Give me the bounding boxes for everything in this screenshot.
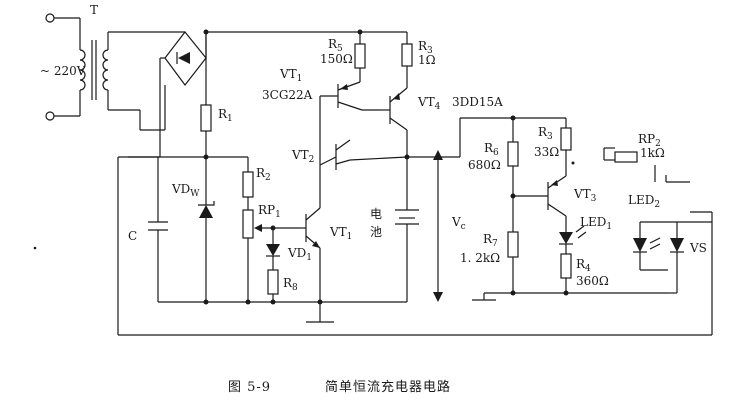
figure-title: 简单恒流充电器电路 (325, 379, 451, 395)
ground-symbol (472, 293, 496, 301)
transistor-vt3: VT3 (513, 165, 597, 228)
figure-number: 图 5-9 (228, 380, 271, 395)
transformer-label: T (90, 3, 98, 17)
ground-symbol (306, 302, 334, 323)
r3-top-label: R3 (418, 39, 433, 56)
battery-label-2: 池 (370, 225, 382, 239)
vt1-label: VT1 (329, 225, 352, 242)
r6-value: 680Ω (468, 158, 501, 172)
transistor-vt2: VT2 (291, 120, 351, 170)
r1-label: R1 (218, 107, 233, 124)
r5-value: 150Ω (320, 52, 353, 66)
r2-label: R2 (256, 166, 271, 183)
transistor-vt4: VT4 3DD15A (380, 87, 503, 157)
rp1-label: RP1 (258, 203, 281, 220)
diode-vd1: VD1 (266, 225, 312, 270)
top-positive-rail (203, 29, 407, 35)
vt2-label: VT2 (291, 148, 314, 165)
potentiometer-rp1: RP1 (242, 203, 300, 305)
mains-input: ~ 220V (40, 13, 86, 121)
r7-label: R7 (483, 232, 498, 249)
resistor-r1: R1 (200, 32, 233, 160)
transistor-vt1-top: VT1 3CG22A (262, 67, 380, 120)
stray-mark (33, 246, 37, 250)
vt1-top-label: VT1 (279, 67, 302, 84)
led1: LED1 (559, 215, 612, 254)
transistor-vt1-bottom: VT1 (300, 165, 352, 302)
vdw-label: VDW (171, 182, 200, 199)
vt3-label: VT3 (573, 187, 597, 204)
vs-label: VS (689, 241, 707, 255)
vt1-top-model: 3CG22A (262, 88, 313, 102)
potentiometer-rp2: RP2 1kΩ (603, 132, 690, 183)
ground-symbol (128, 128, 161, 158)
capacitor-c: C (128, 157, 168, 302)
output-wire (349, 156, 408, 161)
resistor-r3: R3 33Ω (534, 118, 575, 165)
r5-label: R5 (328, 37, 343, 54)
battery: 电 池 (370, 157, 419, 302)
rp2-value: 1kΩ (640, 146, 665, 160)
transformer-t: T (79, 3, 185, 131)
led2-label: LED2 (628, 193, 660, 210)
resistor-r8: R8 (267, 269, 298, 302)
mains-voltage-label: ~ 220V (40, 64, 86, 78)
battery-label-1: 电 (370, 207, 382, 221)
led1-label: LED1 (580, 215, 612, 232)
r8-label: R8 (283, 276, 298, 293)
vt4-model: 3DD15A (452, 95, 503, 109)
r3-label: R3 (538, 125, 553, 142)
resistor-r7: R7 1. 2kΩ (460, 196, 519, 296)
r4-label: R4 (576, 257, 591, 274)
rp2-label: RP2 (638, 132, 661, 149)
resistor-r4: R4 360Ω (560, 253, 609, 296)
r7-value: 1. 2kΩ (460, 251, 500, 265)
r3-value: 33Ω (534, 145, 559, 159)
resistor-r2: R2 (242, 157, 271, 210)
optocoupler-led2-vs: LED2 VS (628, 193, 713, 335)
resistor-r6: R6 680Ω (468, 118, 519, 199)
zener-vdw: VDW (171, 157, 215, 305)
bridge-rectifier (159, 31, 207, 128)
vc-label: Vc (451, 215, 466, 232)
vc-measurement: Vc (407, 150, 466, 302)
vt4-label: VT4 (417, 95, 441, 112)
r4-value: 360Ω (576, 274, 609, 288)
resistor-r5: R5 150Ω (320, 32, 366, 82)
r3-top-value: 1Ω (418, 53, 436, 67)
c-label: C (128, 229, 137, 243)
r6-label: R6 (484, 141, 499, 158)
resistor-r3-top: R3 1Ω (401, 32, 436, 88)
vd1-label: VD1 (287, 246, 312, 263)
